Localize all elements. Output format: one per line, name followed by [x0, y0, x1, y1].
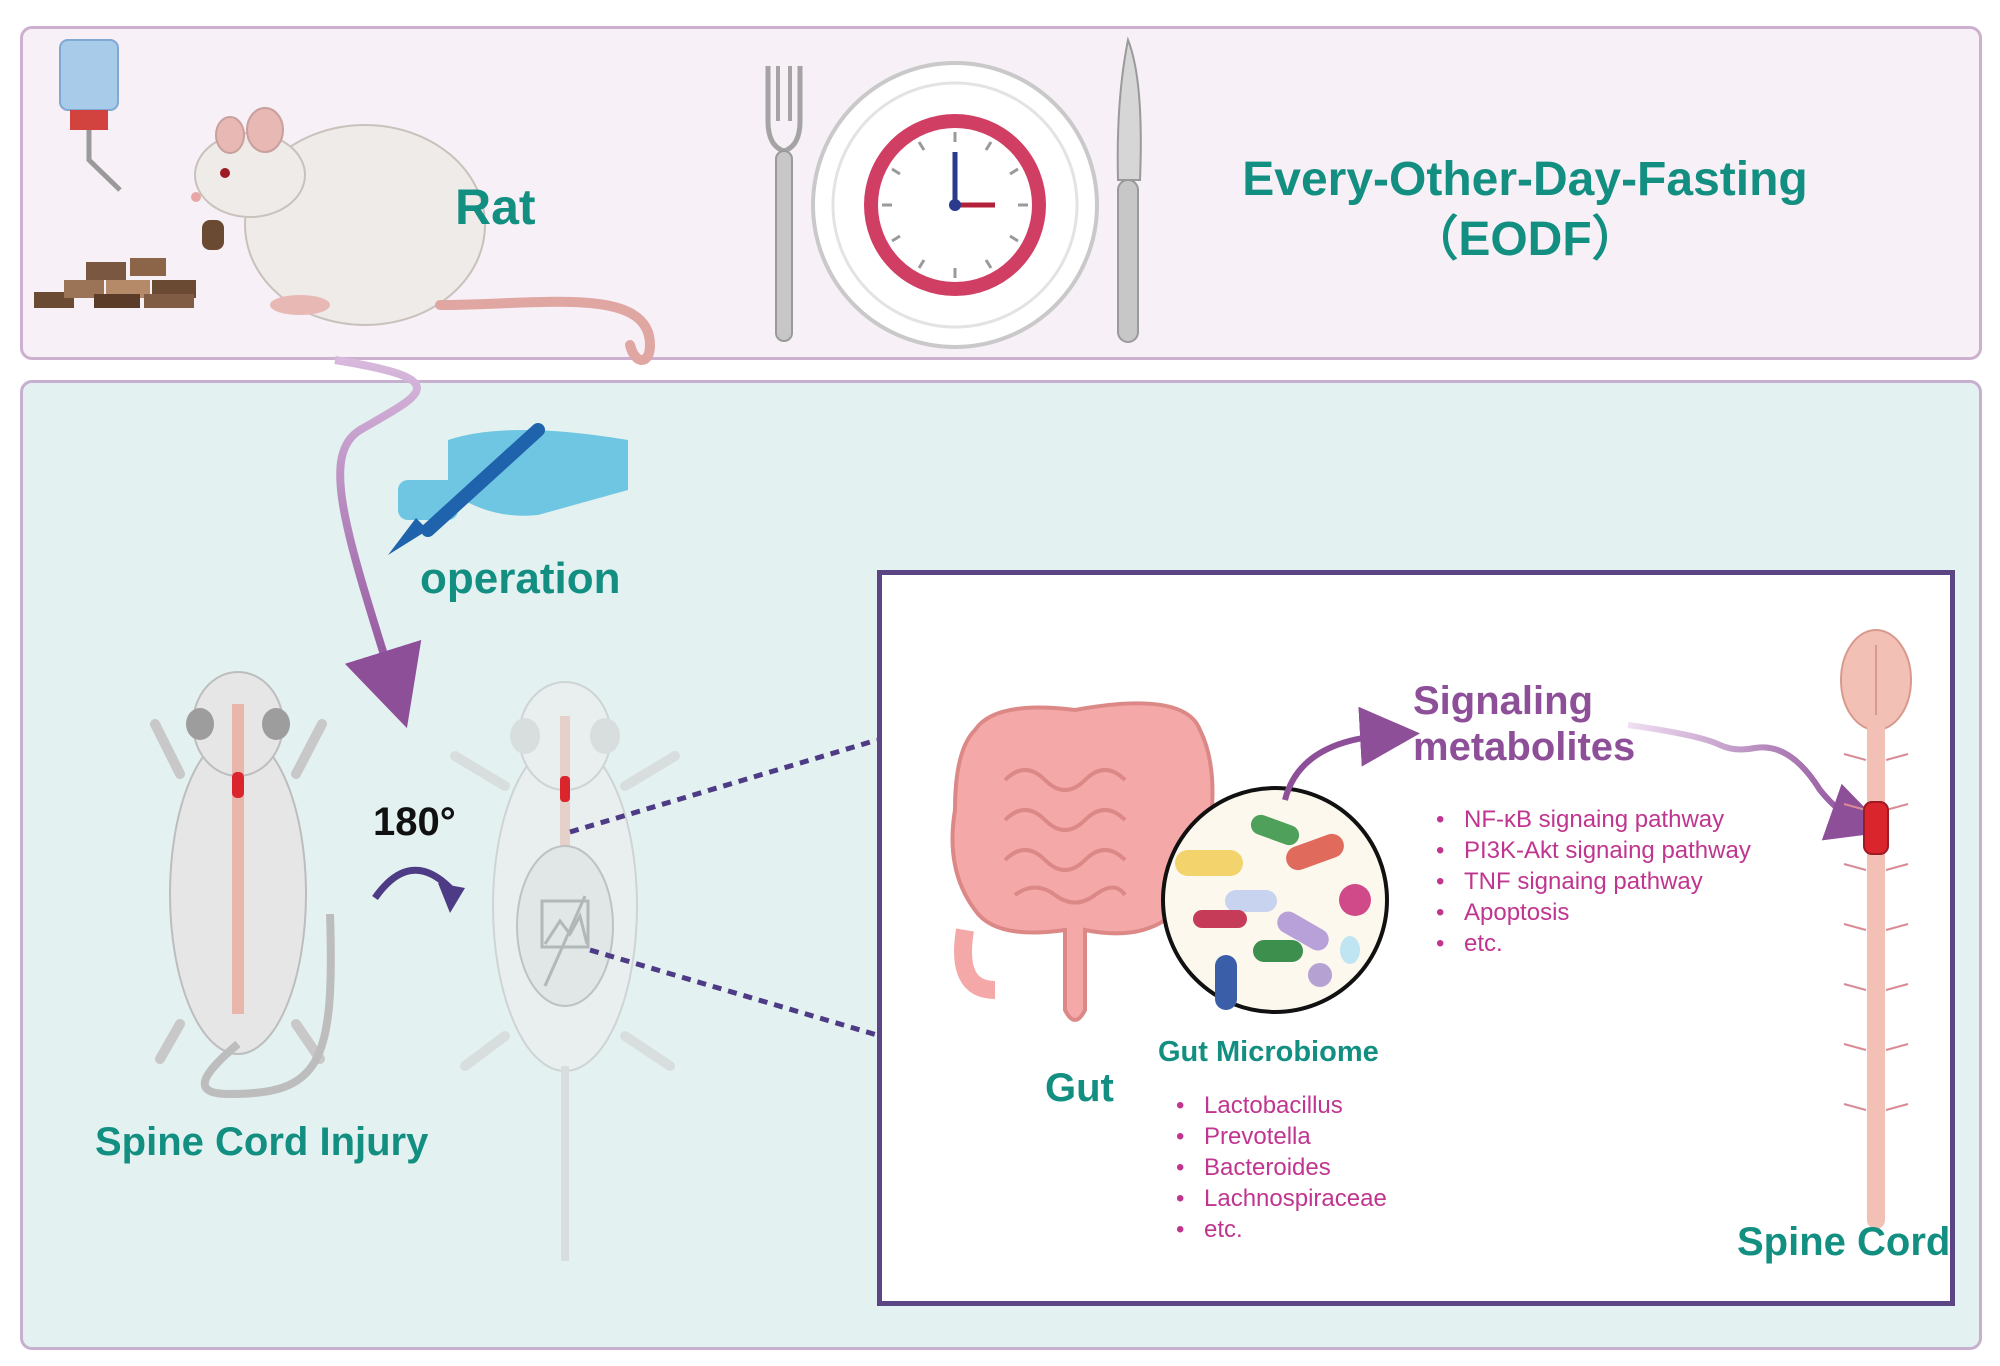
gut-label: Gut: [1045, 1066, 1114, 1110]
injured-rat-illustration: [150, 671, 335, 1099]
diet-title-line2: （EODF）: [1410, 213, 1640, 266]
microbiome-icon: [1161, 786, 1389, 1014]
list-item: Apoptosis: [1432, 897, 1751, 928]
rat-label: Rat: [455, 179, 536, 235]
list-item: NF-κB signaing pathway: [1432, 804, 1751, 835]
spine-cord-injury-label: Spine Cord Injury: [95, 1120, 429, 1164]
rotate-arrow-icon: [372, 866, 465, 913]
scalpel-hand-icon: [388, 423, 628, 555]
gut-illustration: [950, 701, 1215, 1022]
list-item: Lactobacillus: [1172, 1090, 1387, 1121]
operation-label: operation: [420, 554, 621, 603]
list-item: Prevotella: [1172, 1121, 1387, 1152]
list-item: PI3K-Akt signaing pathway: [1432, 835, 1751, 866]
operated-rat-illustration: [450, 681, 680, 1261]
rotation-label: 180°: [373, 800, 456, 844]
list-item: etc.: [1172, 1214, 1387, 1245]
spine-cord-label: Spine Cord: [1737, 1220, 1951, 1264]
diet-title-line1: Every-Other-Day-Fasting: [1242, 153, 1808, 206]
gut-spine-inset: [877, 570, 1955, 1306]
diet-title: Every-Other-Day-Fasting （EODF）: [1200, 150, 1850, 270]
knife-icon: [1116, 36, 1142, 343]
list-item: TNF signaing pathway: [1432, 866, 1751, 897]
fork-icon: [765, 66, 803, 342]
plate-clock-icon: [811, 61, 1099, 349]
rat-illustration: [191, 107, 656, 365]
spinal-cord-illustration: [1840, 629, 1912, 1229]
microbiome-list: Lactobacillus Prevotella Bacteroides Lac…: [1172, 1090, 1387, 1245]
list-item: etc.: [1432, 928, 1751, 959]
signaling-title-line1: Signaling: [1413, 679, 1593, 723]
microbiome-title: Gut Microbiome: [1158, 1036, 1379, 1068]
signaling-list: NF-κB signaing pathway PI3K-Akt signaing…: [1432, 804, 1751, 959]
signaling-title: Signaling metabolites: [1413, 678, 1635, 770]
water-bottle-icon: [59, 39, 122, 192]
signaling-title-line2: metabolites: [1413, 725, 1636, 769]
list-item: Lachnospiraceae: [1172, 1183, 1387, 1214]
list-item: Bacteroides: [1172, 1152, 1387, 1183]
food-pellets-icon: [34, 258, 196, 308]
